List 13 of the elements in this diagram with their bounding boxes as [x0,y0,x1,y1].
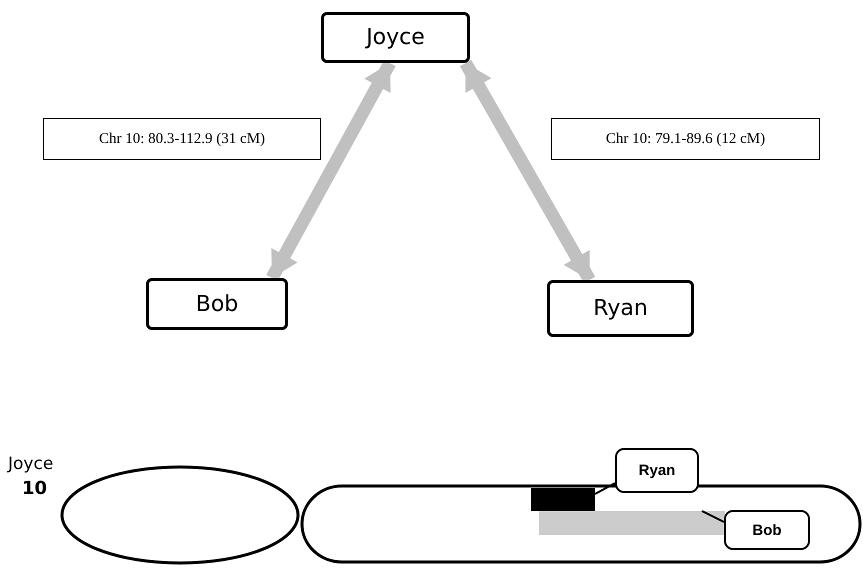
segment-label-box: Chr 10: 79.1-89.6 (12 cM) [551,118,820,160]
segment-label-box: Chr 10: 80.3-112.9 (31 cM) [43,118,321,160]
chromosome-segment [531,488,595,511]
leader-line [702,510,724,523]
callout: Ryan [615,448,699,493]
name-box: Joyce [321,12,470,63]
name-box: Ryan [547,280,694,337]
leader-line [594,482,616,495]
name-box: Bob [146,278,288,330]
chromosome-number: 10 [22,478,48,499]
callout: Bob [724,510,810,550]
person-name: Joyce [8,454,54,474]
chromosome-segment [539,511,725,535]
